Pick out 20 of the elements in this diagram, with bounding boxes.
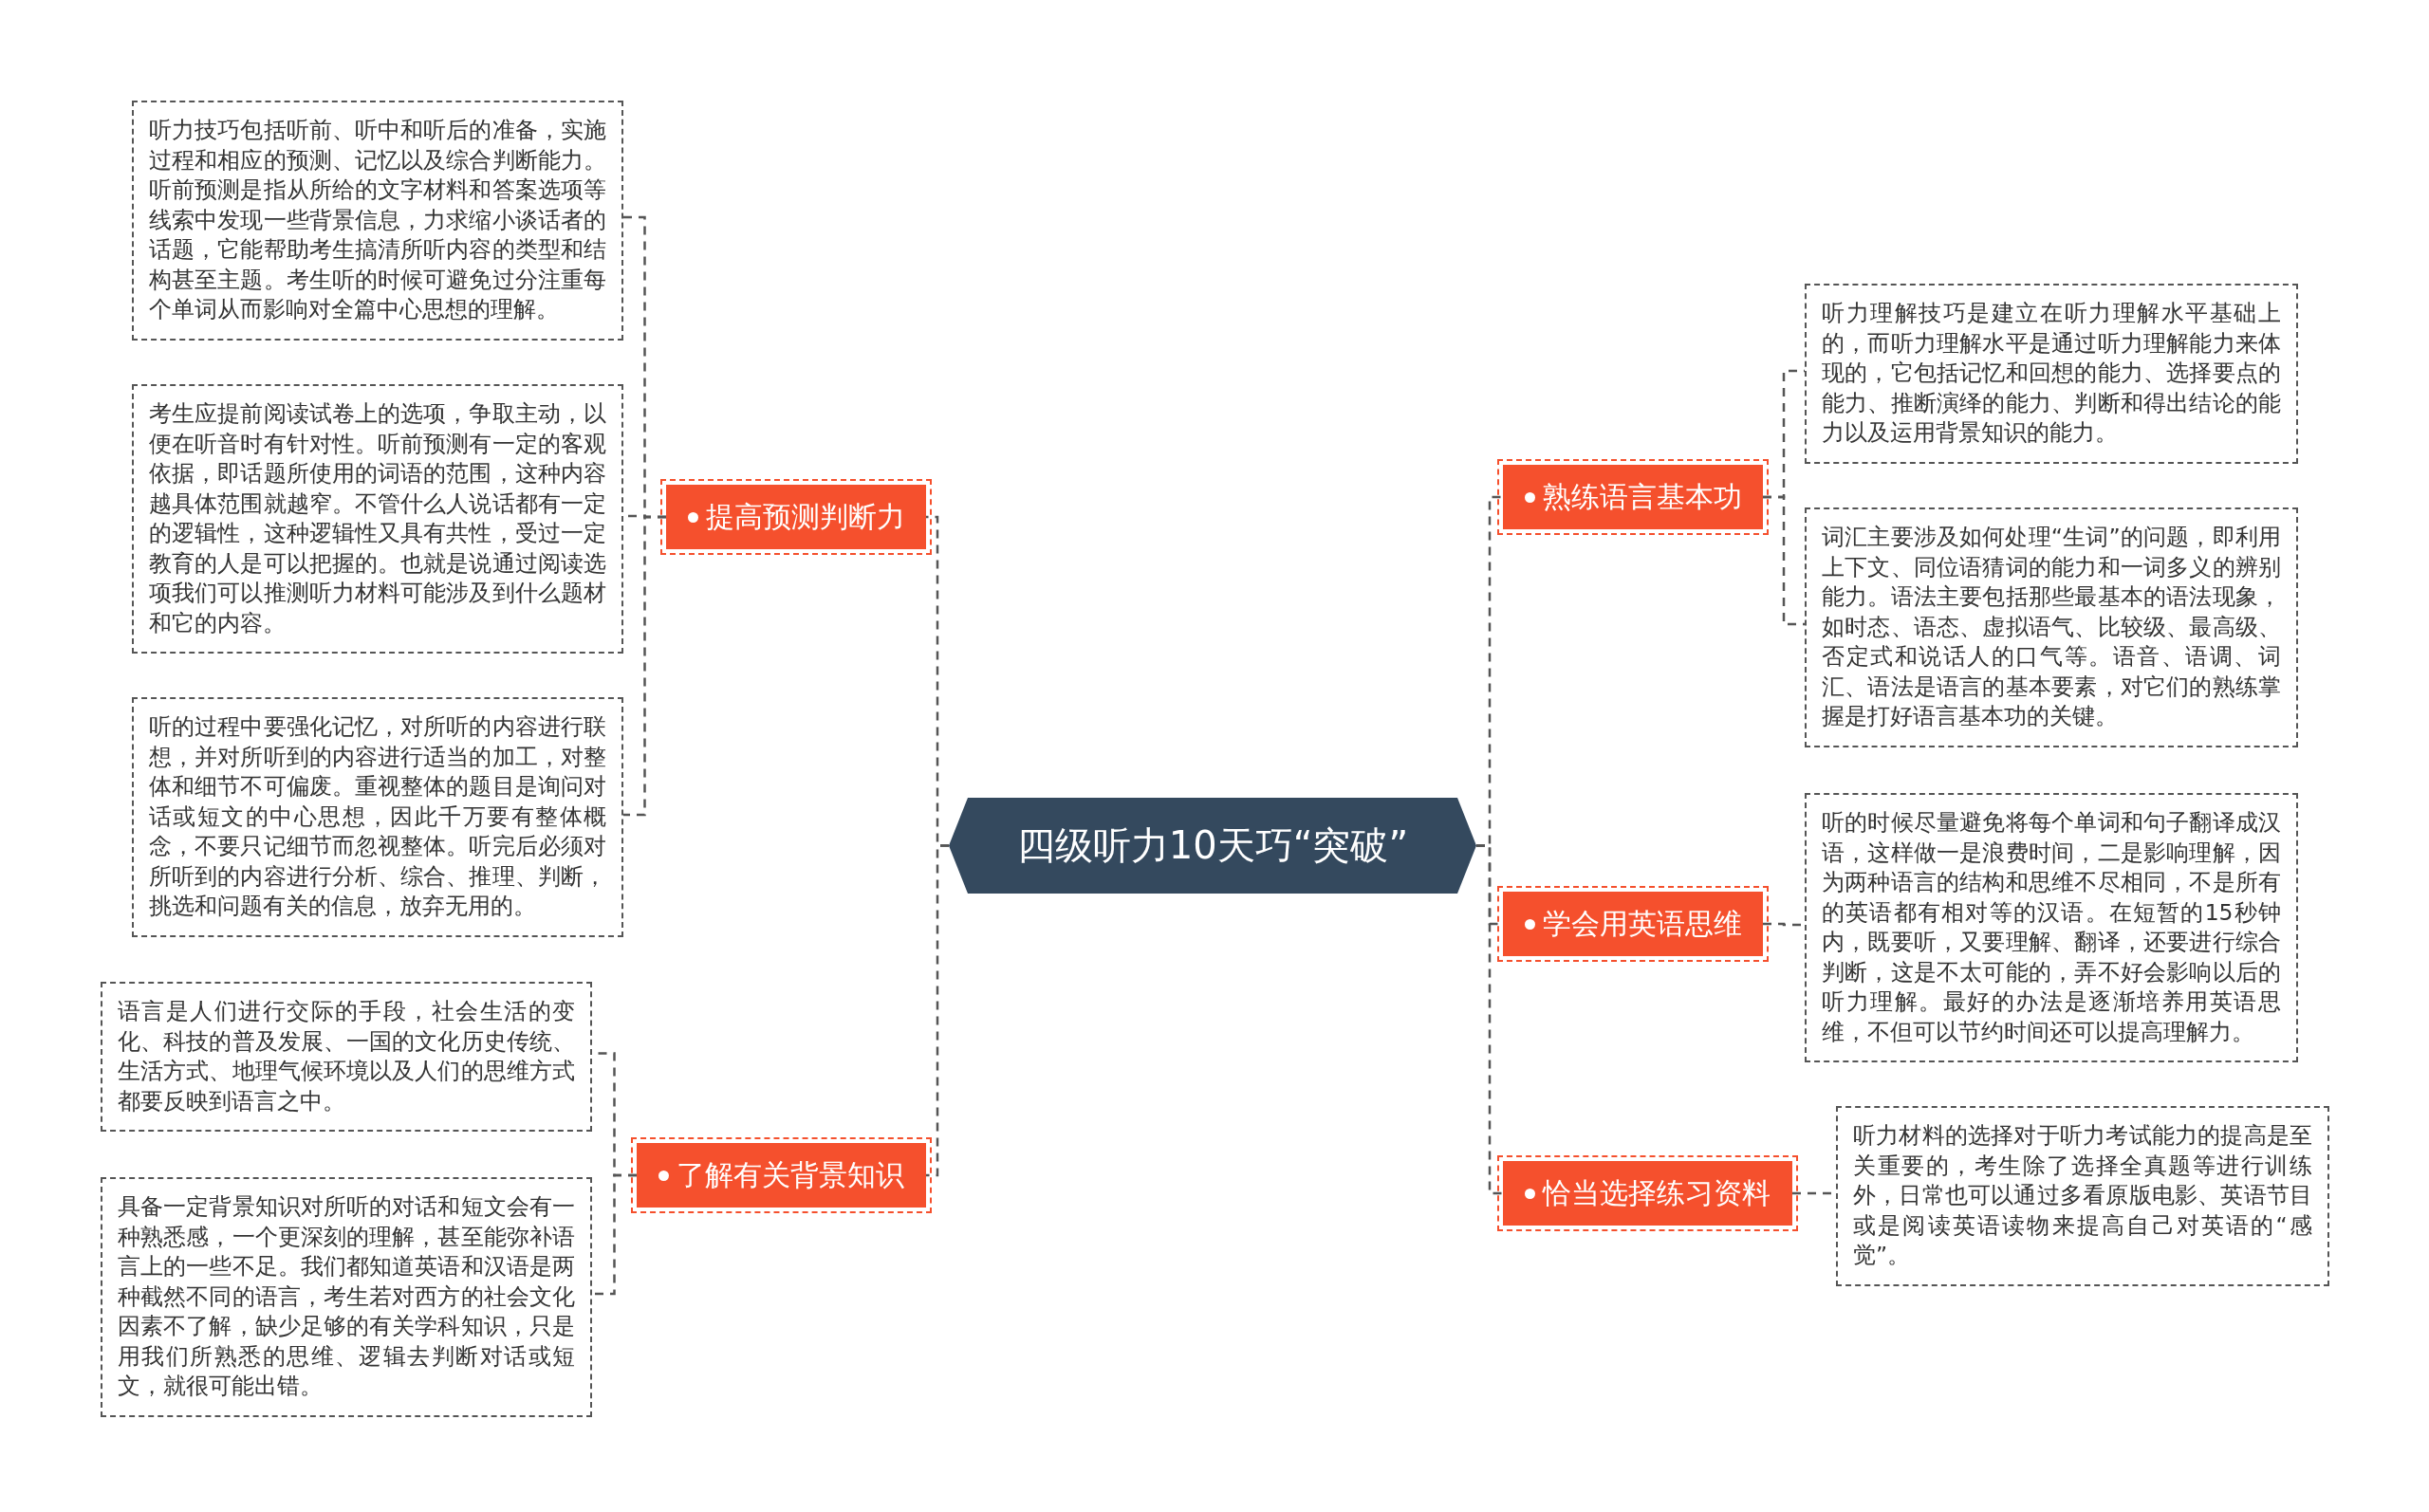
note-box: 听力技巧包括听前、听中和听后的准备，实施过程和相应的预测、记忆以及综合判断能力。听前预测是指从所给的文字材料和答案选项等线索中发现一些背景信息，力求缩小谈话者的话题，它能帮助考生搞清所听内容的类型和结构甚至主题。考生听的时候可避免过分注重每个单词从而影响对全篇中心思想的理解。 (132, 101, 623, 341)
connector-line (926, 844, 949, 1177)
note-box: 听力材料的选择对于听力考试能力的提高是至关重要的，考生除了选择全真题等进行训练外，日常也可以通过多看原版电影、英语节目或是阅读英语读物来提高自己对英语的“感觉”。 (1836, 1106, 2329, 1286)
note-box: 具备一定背景知识对所听的对话和短文会有一种熟悉感，一个更深刻的理解，甚至能弥补语言上的一些不足。我们都知道英语和汉语是两种截然不同的语言，考生若对西方的社会文化因素不了解，缺少足够的有关学科知识，只是用我们所熟悉的思维、逻辑去判断对话或短文，就很可能出错。 (101, 1177, 592, 1417)
topic-box: 熟练语言基本功 (1503, 465, 1763, 529)
note-box: 听的过程中要强化记忆，对所听的内容进行联想，并对所听到的内容进行适当的加工，对整体和细节不可偏废。重视整体的题目是询问对话或短文的中心思想，因此千万要有整体概念，不要只记细节而忽视整体。听完后必须对所听到的内容进行分析、综合、推理、判断，挑选和问题有关的信息，放弃无用的。 (132, 697, 623, 937)
note-box: 考生应提前阅读试卷上的选项，争取主动，以便在听音时有针对性。听前预测有一定的客观依据，即话题所使用的词语的范围，这种内容越具体范围就越窄。不管什么人说话都有一定的逻辑性，这种逻辑性又具有共性，受过一定教育的人是可以把握的。也就是说通过阅读选项我们可以推测听力材料可能涉及到什么题材和它的内容。 (132, 384, 623, 654)
topic-box: 学会用英语思维 (1503, 892, 1763, 956)
central-topic-text: 四级听力10天巧“突破” (1016, 822, 1409, 869)
note-box: 词汇主要涉及如何处理“生词”的问题，即利用上下文、同位语猜词的能力和一词多义的辨别能力。语法主要包括那些最基本的语法现象，如时态、语态、虚拟语气、比较级、最高级、否定式和说话人的口气等。语音、语调、词汇、语法是语言的基本要素，对它们的熟练掌握是打好语言基本功的关键。 (1805, 507, 2298, 747)
note-box: 听的时候尽量避免将每个单词和句子翻译成汉语，这样做一是浪费时间，二是影响理解，因为两种语言的结构和思维不尽相同，不是所有的英语都有相对等的汉语。在短暂的15秒钟内，既要听，又要理解、翻译，还要进行综合判断，这是不太可能的，弄不好会影响以后的听力理解。最好的办法是逐渐培养用英语思维，不但可以节约时间还可以提高理解力。 (1805, 793, 2298, 1062)
topic-box: 恰当选择练习资料 (1503, 1161, 1792, 1226)
topic-box: 了解有关背景知识 (637, 1143, 926, 1208)
topic-box: 提高预测判断力 (666, 485, 926, 549)
connector-line (1476, 844, 1503, 1195)
connector-line (1763, 495, 1805, 626)
note-box: 听力理解技巧是建立在听力理解水平基础上的，而听力理解水平是通过听力理解能力来体现的，它包括记忆和回想的能力、选择要点的能力、推断演绎的能力、判断和得出结论的能力以及运用背景知识的能力。 (1805, 284, 2298, 464)
connector-line (592, 1173, 637, 1296)
note-box: 语言是人们进行交际的手段，社会生活的变化、科技的普及发展、一国的文化历史传统、生活方式、地理气候环境以及人们的思维方式都要反映到语言之中。 (101, 982, 592, 1132)
connector-line (623, 515, 666, 817)
